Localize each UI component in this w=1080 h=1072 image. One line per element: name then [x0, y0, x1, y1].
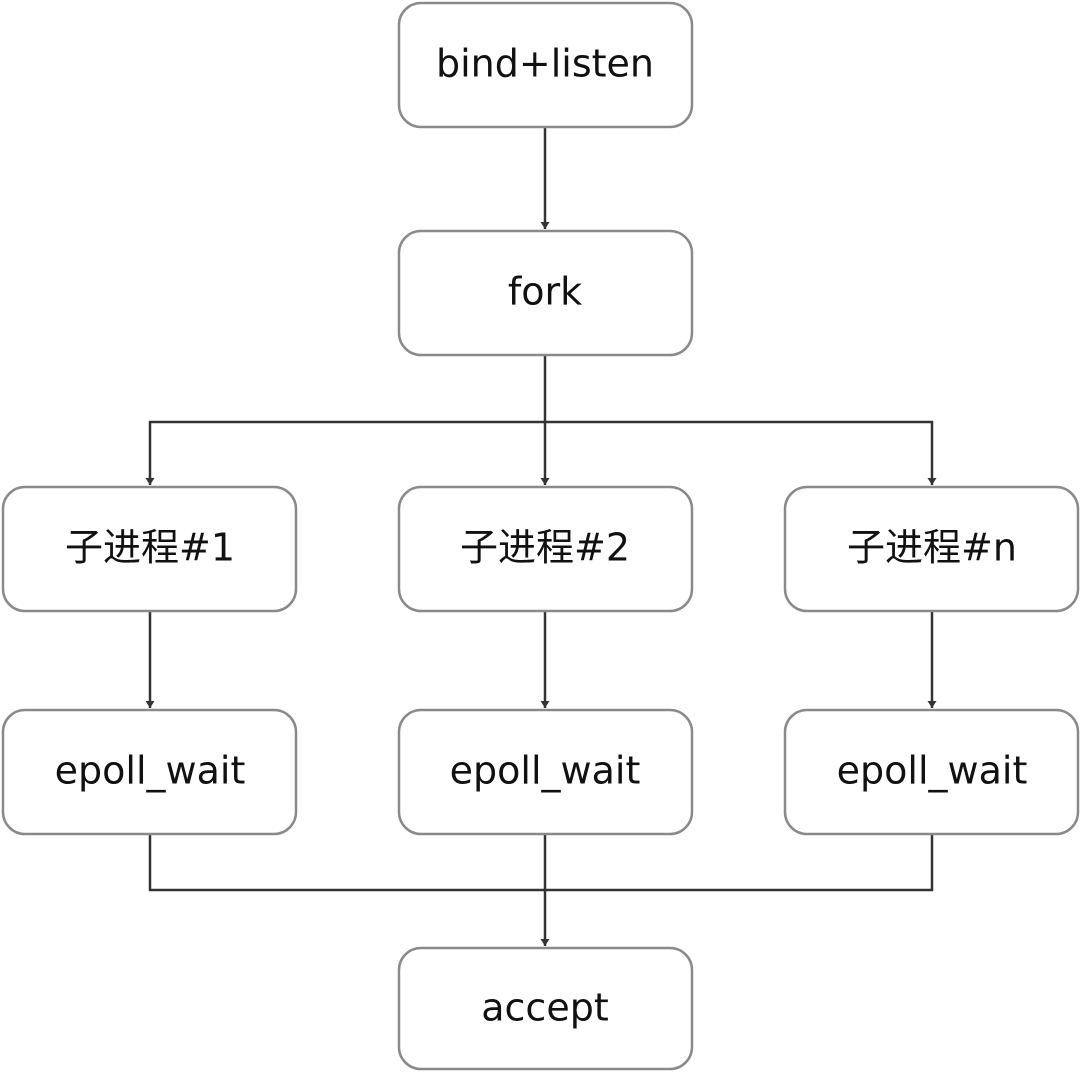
node-child-1-label: 子进程#1 — [65, 526, 235, 570]
node-epoll-wait-2: epoll_wait — [397, 708, 694, 836]
node-child-2-label: 子进程#2 — [460, 526, 630, 570]
node-epoll-wait-1-label: epoll_wait — [55, 749, 246, 793]
node-epoll-wait-1: epoll_wait — [1, 708, 298, 836]
edge-fork-to-child-n — [545, 420, 937, 485]
node-epoll-wait-n: epoll_wait — [783, 708, 1080, 836]
node-bind-listen-label: bind+listen — [436, 42, 654, 86]
node-fork: fork — [397, 229, 694, 357]
connectors — [145, 127, 937, 946]
node-bind-listen: bind+listen — [397, 1, 694, 129]
node-epoll-wait-n-label: epoll_wait — [837, 749, 1028, 793]
node-child-n: 子进程#n — [783, 485, 1080, 613]
node-child-n-label: 子进程#n — [847, 526, 1017, 570]
node-accept: accept — [397, 946, 694, 1071]
node-fork-label: fork — [508, 270, 582, 314]
edge-epoll-n-to-merge — [545, 834, 934, 892]
node-epoll-wait-2-label: epoll_wait — [450, 749, 641, 793]
node-child-2: 子进程#2 — [397, 485, 694, 613]
node-accept-label: accept — [481, 986, 608, 1030]
edge-epoll-1-to-merge — [148, 834, 545, 892]
edge-fork-to-child-1 — [145, 420, 545, 485]
node-child-1: 子进程#1 — [1, 485, 298, 613]
